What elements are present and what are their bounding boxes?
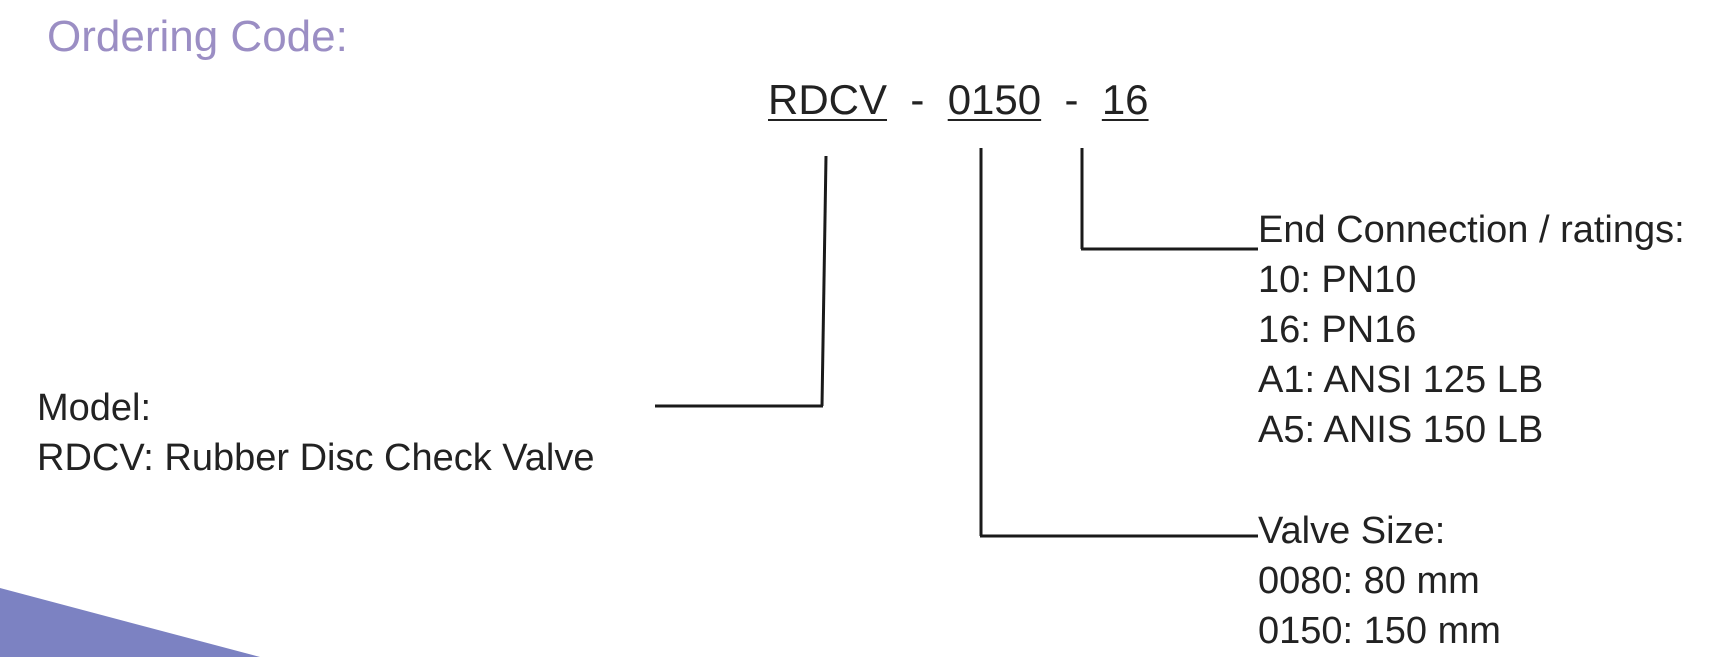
end-connection-description: End Connection / ratings: 10: PN10 16: P…: [1258, 205, 1685, 455]
rating-option: 16: PN16: [1258, 309, 1417, 351]
end-connection-label: End Connection / ratings:: [1258, 209, 1685, 251]
code-rating-segment: 16: [1101, 76, 1149, 123]
ordering-code: RDCV - 0150 - 16: [768, 73, 1149, 127]
rating-option: 10: PN10: [1258, 259, 1417, 301]
valve-size-description: Valve Size: 0080: 80 mm 0150: 150 mm: [1258, 506, 1501, 656]
valve-size-label: Valve Size:: [1258, 510, 1446, 552]
rating-option: A1: ANSI 125 LB: [1258, 359, 1544, 401]
corner-wedge-shape: [0, 588, 260, 657]
model-label: Model:: [37, 387, 152, 429]
model-connector-vertical: [820, 155, 828, 407]
size-option: 0150: 150 mm: [1258, 610, 1501, 652]
code-separator: -: [1064, 76, 1079, 123]
code-model-segment: RDCV: [768, 76, 888, 123]
model-option: RDCV: Rubber Disc Check Valve: [37, 437, 595, 479]
size-option: 0080: 80 mm: [1258, 560, 1480, 602]
rating-option: A5: ANIS 150 LB: [1258, 409, 1544, 451]
code-separator: -: [910, 76, 925, 123]
page-title: Ordering Code:: [47, 12, 348, 61]
code-size-segment: 0150: [947, 76, 1042, 123]
model-description: Model: RDCV: Rubber Disc Check Valve: [37, 383, 595, 483]
